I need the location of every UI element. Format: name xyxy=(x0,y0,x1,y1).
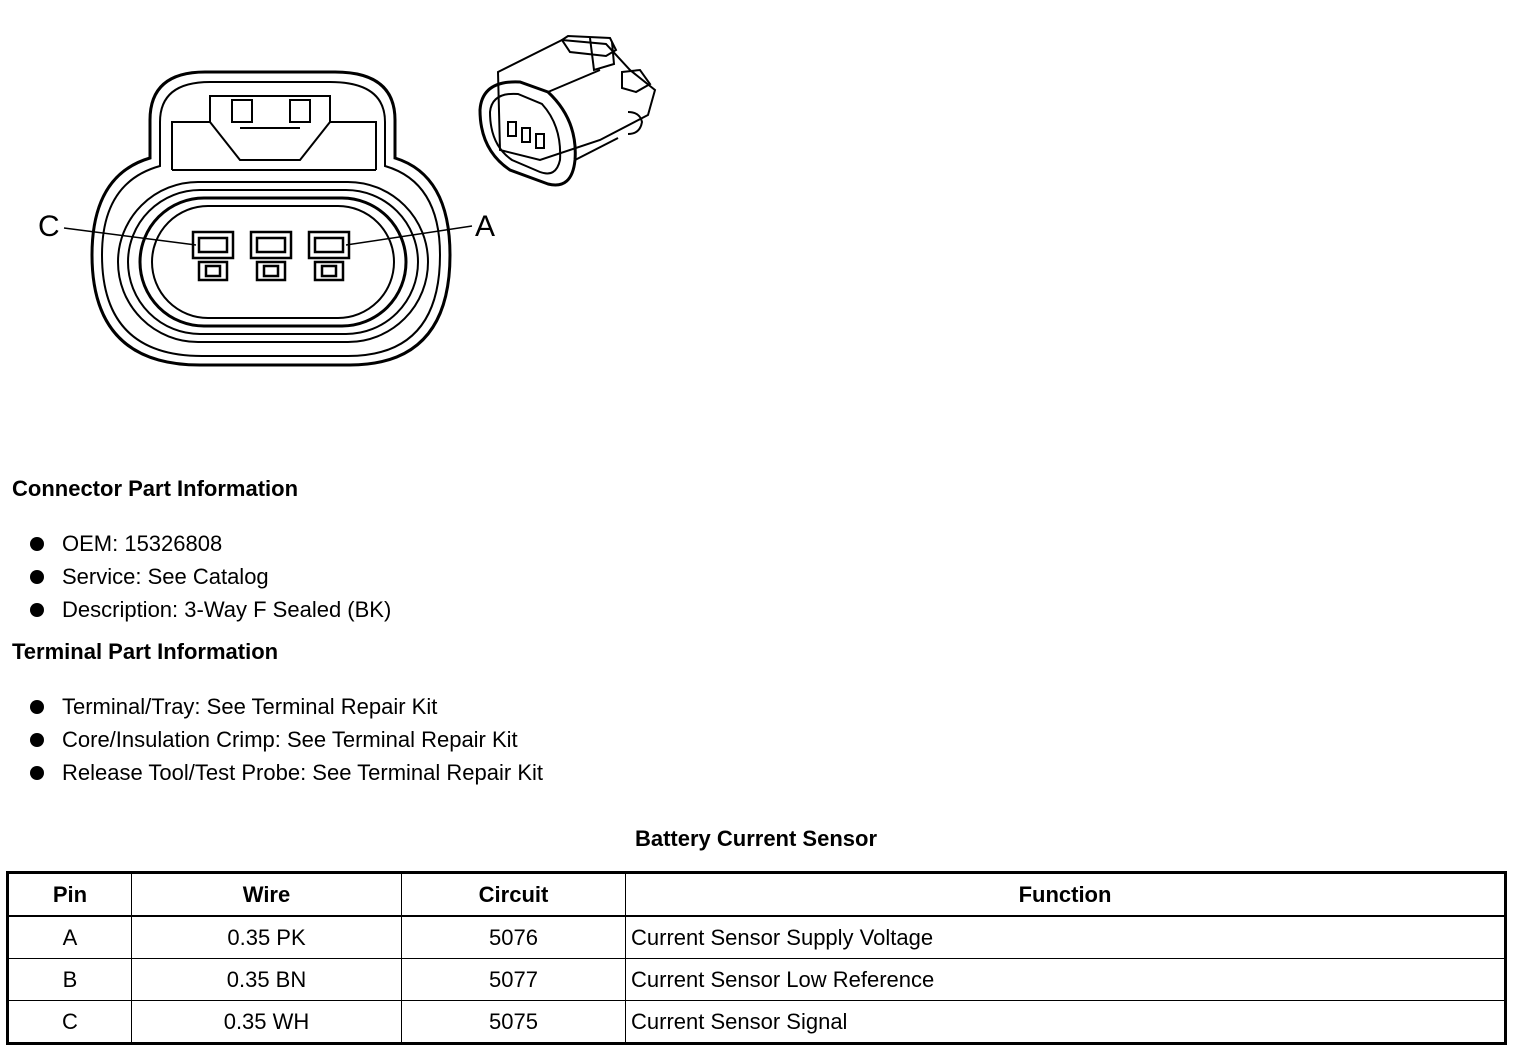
cell-wire: 0.35 WH xyxy=(131,1000,402,1044)
table-row: A 0.35 PK 5076 Current Sensor Supply Vol… xyxy=(7,915,1506,959)
connector-info-title: Connector Part Information xyxy=(12,476,299,501)
list-item: Core/Insulation Crimp: See Terminal Repa… xyxy=(28,723,543,756)
terminal-info-title: Terminal Part Information xyxy=(12,639,279,664)
bullet-icon xyxy=(30,537,44,551)
bullet-icon xyxy=(30,766,44,780)
terminal-info-list: Terminal/Tray: See Terminal Repair Kit C… xyxy=(28,690,543,789)
list-item: Terminal/Tray: See Terminal Repair Kit xyxy=(28,690,543,723)
cell-wire: 0.35 BN xyxy=(131,958,402,1001)
table-title: Battery Current Sensor xyxy=(634,826,878,851)
cell-pin: A xyxy=(7,915,132,959)
cell-function: Current Sensor Signal xyxy=(625,1000,1506,1044)
table-row: B 0.35 BN 5077 Current Sensor Low Refere… xyxy=(7,958,1506,1001)
header-function: Function xyxy=(625,872,1506,917)
cell-function: Current Sensor Low Reference xyxy=(625,958,1506,1001)
list-item: Service: See Catalog xyxy=(28,560,391,593)
bullet-icon xyxy=(30,603,44,617)
cell-circuit: 5075 xyxy=(401,1000,626,1044)
connector-face-drawing: C A xyxy=(38,34,657,367)
cell-wire: 0.35 PK xyxy=(131,915,402,959)
header-wire: Wire xyxy=(131,872,402,917)
connector-perspective-icon xyxy=(478,34,657,187)
pin-label-a: A xyxy=(475,210,495,243)
cell-pin: B xyxy=(7,958,132,1001)
table-row: C 0.35 WH 5075 Current Sensor Signal xyxy=(7,1000,1506,1044)
terminal-cavities xyxy=(191,230,351,282)
table-header-row: Pin Wire Circuit Function xyxy=(7,872,1506,917)
list-item: Release Tool/Test Probe: See Terminal Re… xyxy=(28,756,543,789)
bullet-icon xyxy=(30,570,44,584)
cell-circuit: 5076 xyxy=(401,915,626,959)
header-pin: Pin xyxy=(7,872,132,917)
pin-label-c: C xyxy=(38,210,60,243)
bullet-icon xyxy=(30,733,44,747)
header-circuit: Circuit xyxy=(401,872,626,917)
connector-diagram: C A xyxy=(0,0,700,420)
list-item: Description: 3-Way F Sealed (BK) xyxy=(28,593,391,626)
pinout-table: Pin Wire Circuit Function A 0.35 PK 5076… xyxy=(6,871,1507,1045)
bullet-icon xyxy=(30,700,44,714)
list-item: OEM: 15326808 xyxy=(28,527,391,560)
connector-info-list: OEM: 15326808 Service: See Catalog Descr… xyxy=(28,527,391,626)
cell-pin: C xyxy=(7,1000,132,1044)
cell-circuit: 5077 xyxy=(401,958,626,1001)
cell-function: Current Sensor Supply Voltage xyxy=(625,915,1506,959)
